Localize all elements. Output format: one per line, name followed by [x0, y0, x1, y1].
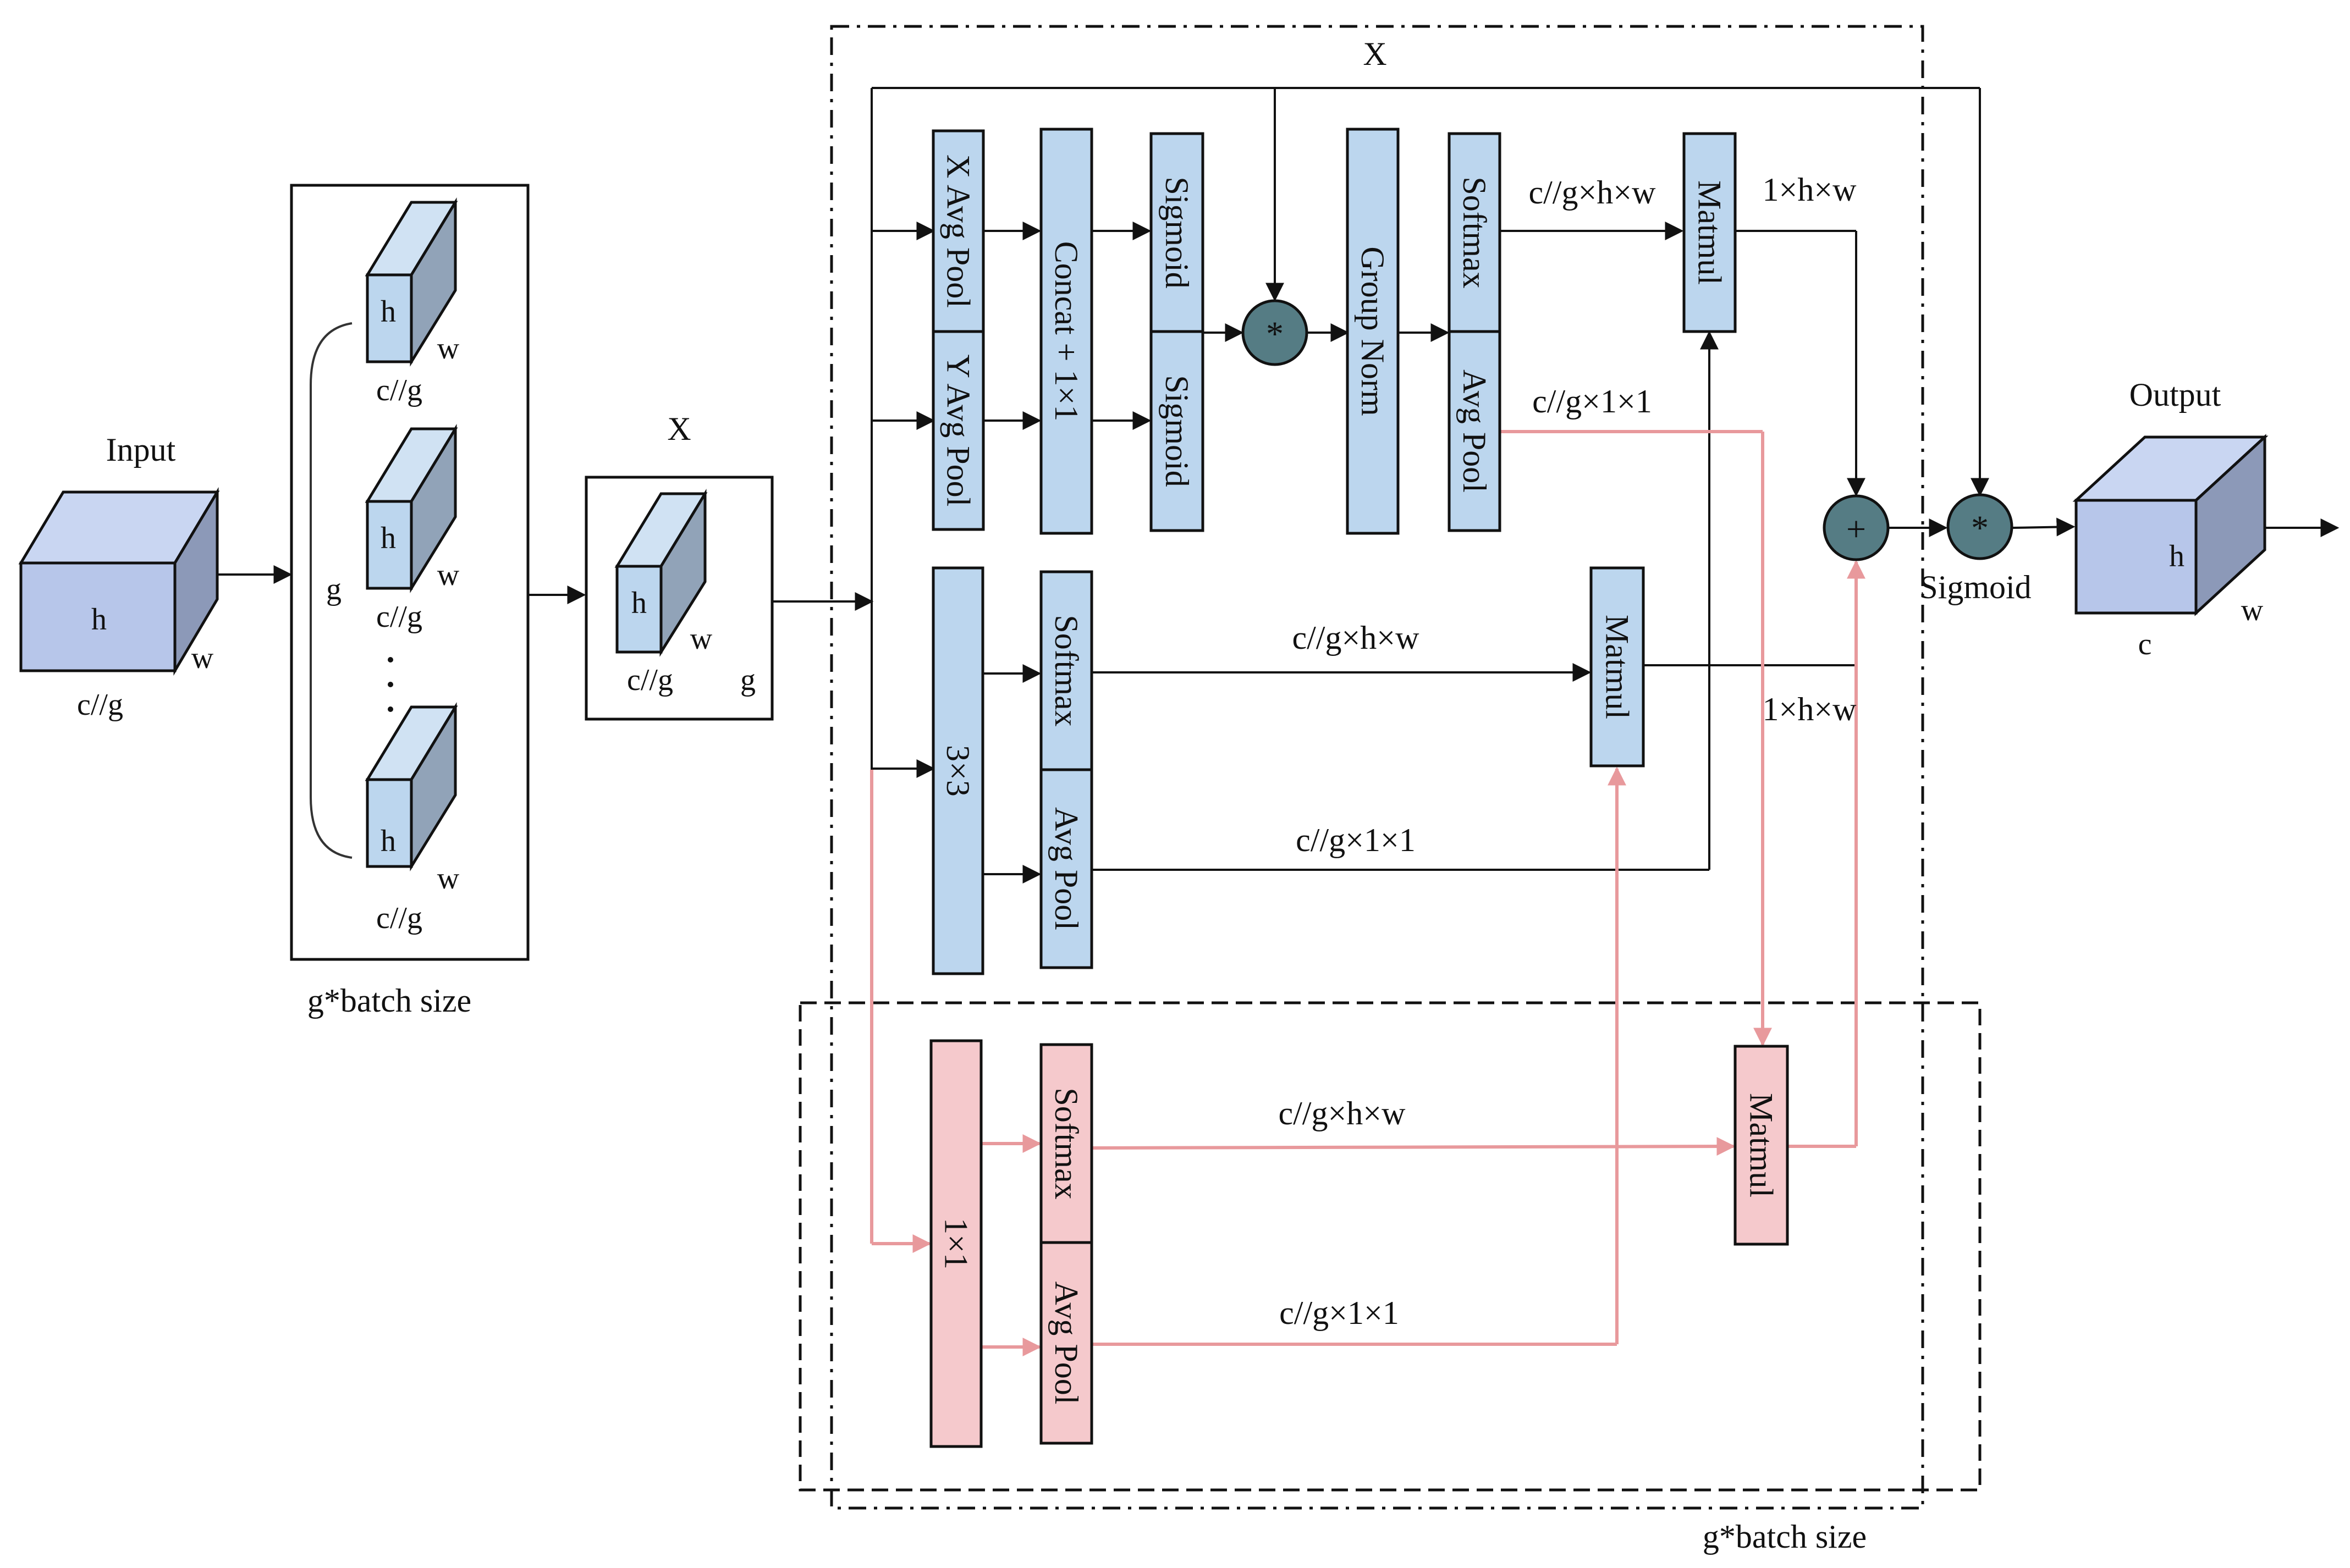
block-conv3x3: 3×3 [932, 566, 984, 975]
group-cube-3-h: h [381, 824, 396, 858]
operator-add: + [1823, 494, 1890, 561]
svg-text:3×3: 3×3 [940, 745, 976, 797]
group-cube-1-c: c//g [376, 373, 422, 407]
svg-text:Avg Pool: Avg Pool [1048, 807, 1085, 930]
group-cube-2-c: c//g [376, 600, 422, 634]
block-avg-pool-1: Avg Pool [1448, 330, 1501, 532]
x-block-c: c//g [627, 663, 673, 697]
group-brace [310, 322, 353, 859]
group-cube-3-w: w [437, 862, 460, 896]
edge-label-matmul2-out: 1×h×w [1762, 691, 1857, 727]
main-region-top-label: X [1363, 36, 1386, 72]
group-split-caption: g*batch size [307, 982, 471, 1019]
block-matmul-3: Matmul [1733, 1045, 1789, 1246]
group-cube-1-h: h [381, 295, 396, 329]
black-connections [871, 87, 2340, 884]
edge-label-avgpool3: c//g×1×1 [1279, 1295, 1399, 1331]
group-cube-2-h: h [381, 521, 396, 555]
block-avg-pool-2: Avg Pool [1039, 768, 1093, 969]
block-matmul-2: Matmul [1589, 566, 1645, 768]
block-softmax-2: Softmax [1039, 570, 1093, 771]
block-sigmoid-2: Sigmoid [1149, 330, 1204, 532]
bottom-region-border [799, 1001, 1982, 1492]
svg-text:Avg Pool: Avg Pool [1456, 369, 1493, 493]
svg-text:Avg Pool: Avg Pool [1048, 1282, 1085, 1405]
x-block-h: h [631, 586, 647, 620]
edge-label-softmax2: c//g×h×w [1292, 620, 1420, 656]
main-region-border [830, 25, 1924, 1510]
group-cube-3-c: c//g [376, 901, 422, 935]
block-sigmoid-1: Sigmoid [1149, 132, 1204, 333]
block-y-avg-pool: Y Avg Pool [932, 330, 985, 531]
output-c-label: c [2138, 627, 2152, 661]
pink-connections [870, 430, 1865, 1356]
group-cube-2 [365, 424, 458, 593]
operator-multiply-2: * [1946, 493, 2013, 560]
edge-label-softmax1: c//g×h×w [1529, 174, 1656, 211]
output-w-label: w [2241, 593, 2264, 627]
input-c-label: c//g [77, 688, 123, 722]
output-cube [2072, 434, 2269, 616]
svg-text:Matmul: Matmul [1599, 615, 1636, 719]
svg-text:Group Norm: Group Norm [1355, 246, 1391, 416]
output-h-label: h [2169, 539, 2184, 573]
edge-label-avgpool1: c//g×1×1 [1532, 383, 1652, 419]
x-block-g: g [740, 663, 756, 697]
block-group-norm: Group Norm [1346, 128, 1400, 535]
svg-text:Y Avg Pool: Y Avg Pool [940, 355, 977, 507]
group-g-label: g [326, 572, 342, 606]
svg-text:X Avg Pool: X Avg Pool [940, 154, 977, 308]
svg-text:*: * [1971, 509, 1989, 548]
edge-label-avgpool2: c//g×1×1 [1296, 822, 1416, 858]
input-w-label: w [191, 641, 214, 675]
svg-text:Matmul: Matmul [1692, 180, 1728, 285]
block-softmax-3: Softmax [1039, 1043, 1093, 1244]
operator-multiply-1: * [1241, 299, 1308, 366]
group-cube-2-w: w [437, 558, 460, 592]
block-concat: Concat + 1×1 [1039, 128, 1093, 535]
block-x-avg-pool: X Avg Pool [932, 129, 985, 333]
group-cube-1-w: w [437, 332, 460, 366]
x-block-w: w [690, 622, 713, 656]
group-cube-1 [365, 197, 458, 367]
svg-text:*: * [1266, 314, 1284, 354]
input-title: Input [106, 432, 176, 468]
block-matmul-1: Matmul [1682, 132, 1737, 333]
group-dots [388, 657, 393, 712]
svg-text:1×1: 1×1 [938, 1218, 975, 1269]
svg-text:Softmax: Softmax [1456, 176, 1493, 288]
svg-text:+: + [1846, 510, 1866, 549]
svg-text:Softmax: Softmax [1048, 615, 1085, 726]
x-block-panel [585, 476, 774, 721]
block-avg-pool-3: Avg Pool [1039, 1241, 1093, 1445]
block-conv1x1: 1×1 [929, 1039, 983, 1448]
group-split-panel [290, 184, 530, 961]
svg-text:Matmul: Matmul [1743, 1093, 1780, 1197]
block-softmax-1: Softmax [1448, 132, 1501, 333]
bottom-caption: g*batch size [1703, 1519, 1867, 1555]
input-h-label: h [91, 603, 107, 637]
input-cube [18, 487, 220, 676]
sigmoid-label: Sigmoid [1919, 569, 2031, 605]
output-title: Output [2129, 377, 2221, 413]
svg-text:Sigmoid: Sigmoid [1159, 375, 1195, 487]
x-block-cube [614, 489, 708, 657]
edge-label-matmul1-out: 1×h×w [1762, 172, 1857, 208]
x-block-title: X [667, 411, 691, 447]
svg-text:Concat + 1×1: Concat + 1×1 [1048, 241, 1085, 422]
svg-text:Softmax: Softmax [1048, 1087, 1085, 1199]
edge-label-softmax3: c//g×h×w [1279, 1095, 1406, 1131]
svg-text:Sigmoid: Sigmoid [1159, 176, 1195, 288]
group-cube-3 [365, 702, 458, 871]
